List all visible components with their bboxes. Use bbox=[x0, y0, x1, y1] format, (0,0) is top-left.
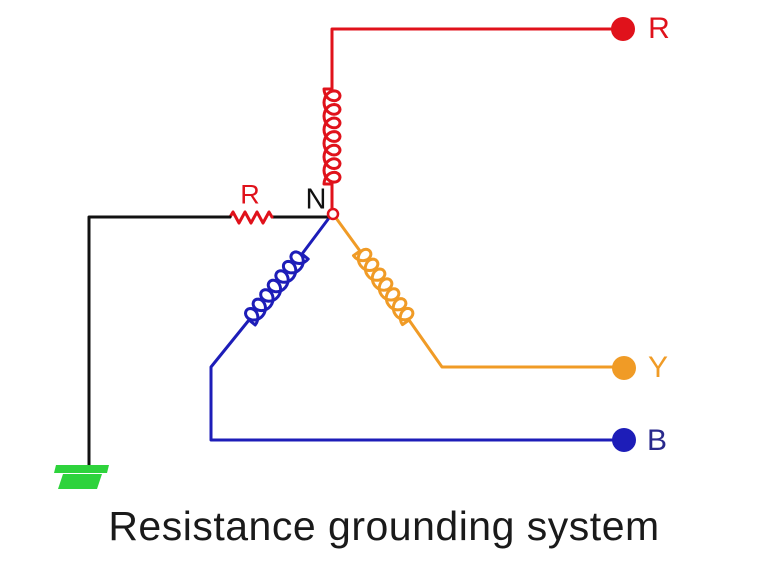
phase-b-terminal-dot bbox=[612, 428, 636, 452]
resistor-to-ground-wire bbox=[87, 215, 232, 468]
ground-bar bbox=[54, 465, 109, 473]
phase-b-coil bbox=[244, 250, 310, 327]
phase-y-terminal-label: Y bbox=[647, 351, 669, 384]
ground-block bbox=[58, 474, 102, 489]
diagram-title: Resistance grounding system bbox=[108, 503, 660, 549]
neutral-label: N bbox=[305, 183, 327, 216]
ground-symbol bbox=[54, 465, 109, 489]
phase-y-terminal-dot bbox=[612, 356, 636, 380]
phase-y-lead-upper bbox=[334, 216, 362, 253]
phase-y-coil bbox=[352, 247, 415, 327]
grounding-resistor bbox=[228, 210, 274, 225]
phase-y-wire bbox=[407, 318, 614, 369]
neutral-node bbox=[326, 207, 340, 221]
phase-r-terminal-label: R bbox=[648, 12, 670, 45]
phase-b-wire bbox=[209, 318, 614, 442]
phase-b-lead-upper bbox=[300, 216, 331, 256]
phase-r-terminal-dot bbox=[611, 17, 635, 41]
phase-b-terminal-label: B bbox=[646, 424, 668, 457]
phase-r-coil bbox=[322, 87, 342, 186]
ground-resistor-label: R bbox=[240, 179, 260, 210]
phase-r-wire bbox=[330, 27, 613, 91]
